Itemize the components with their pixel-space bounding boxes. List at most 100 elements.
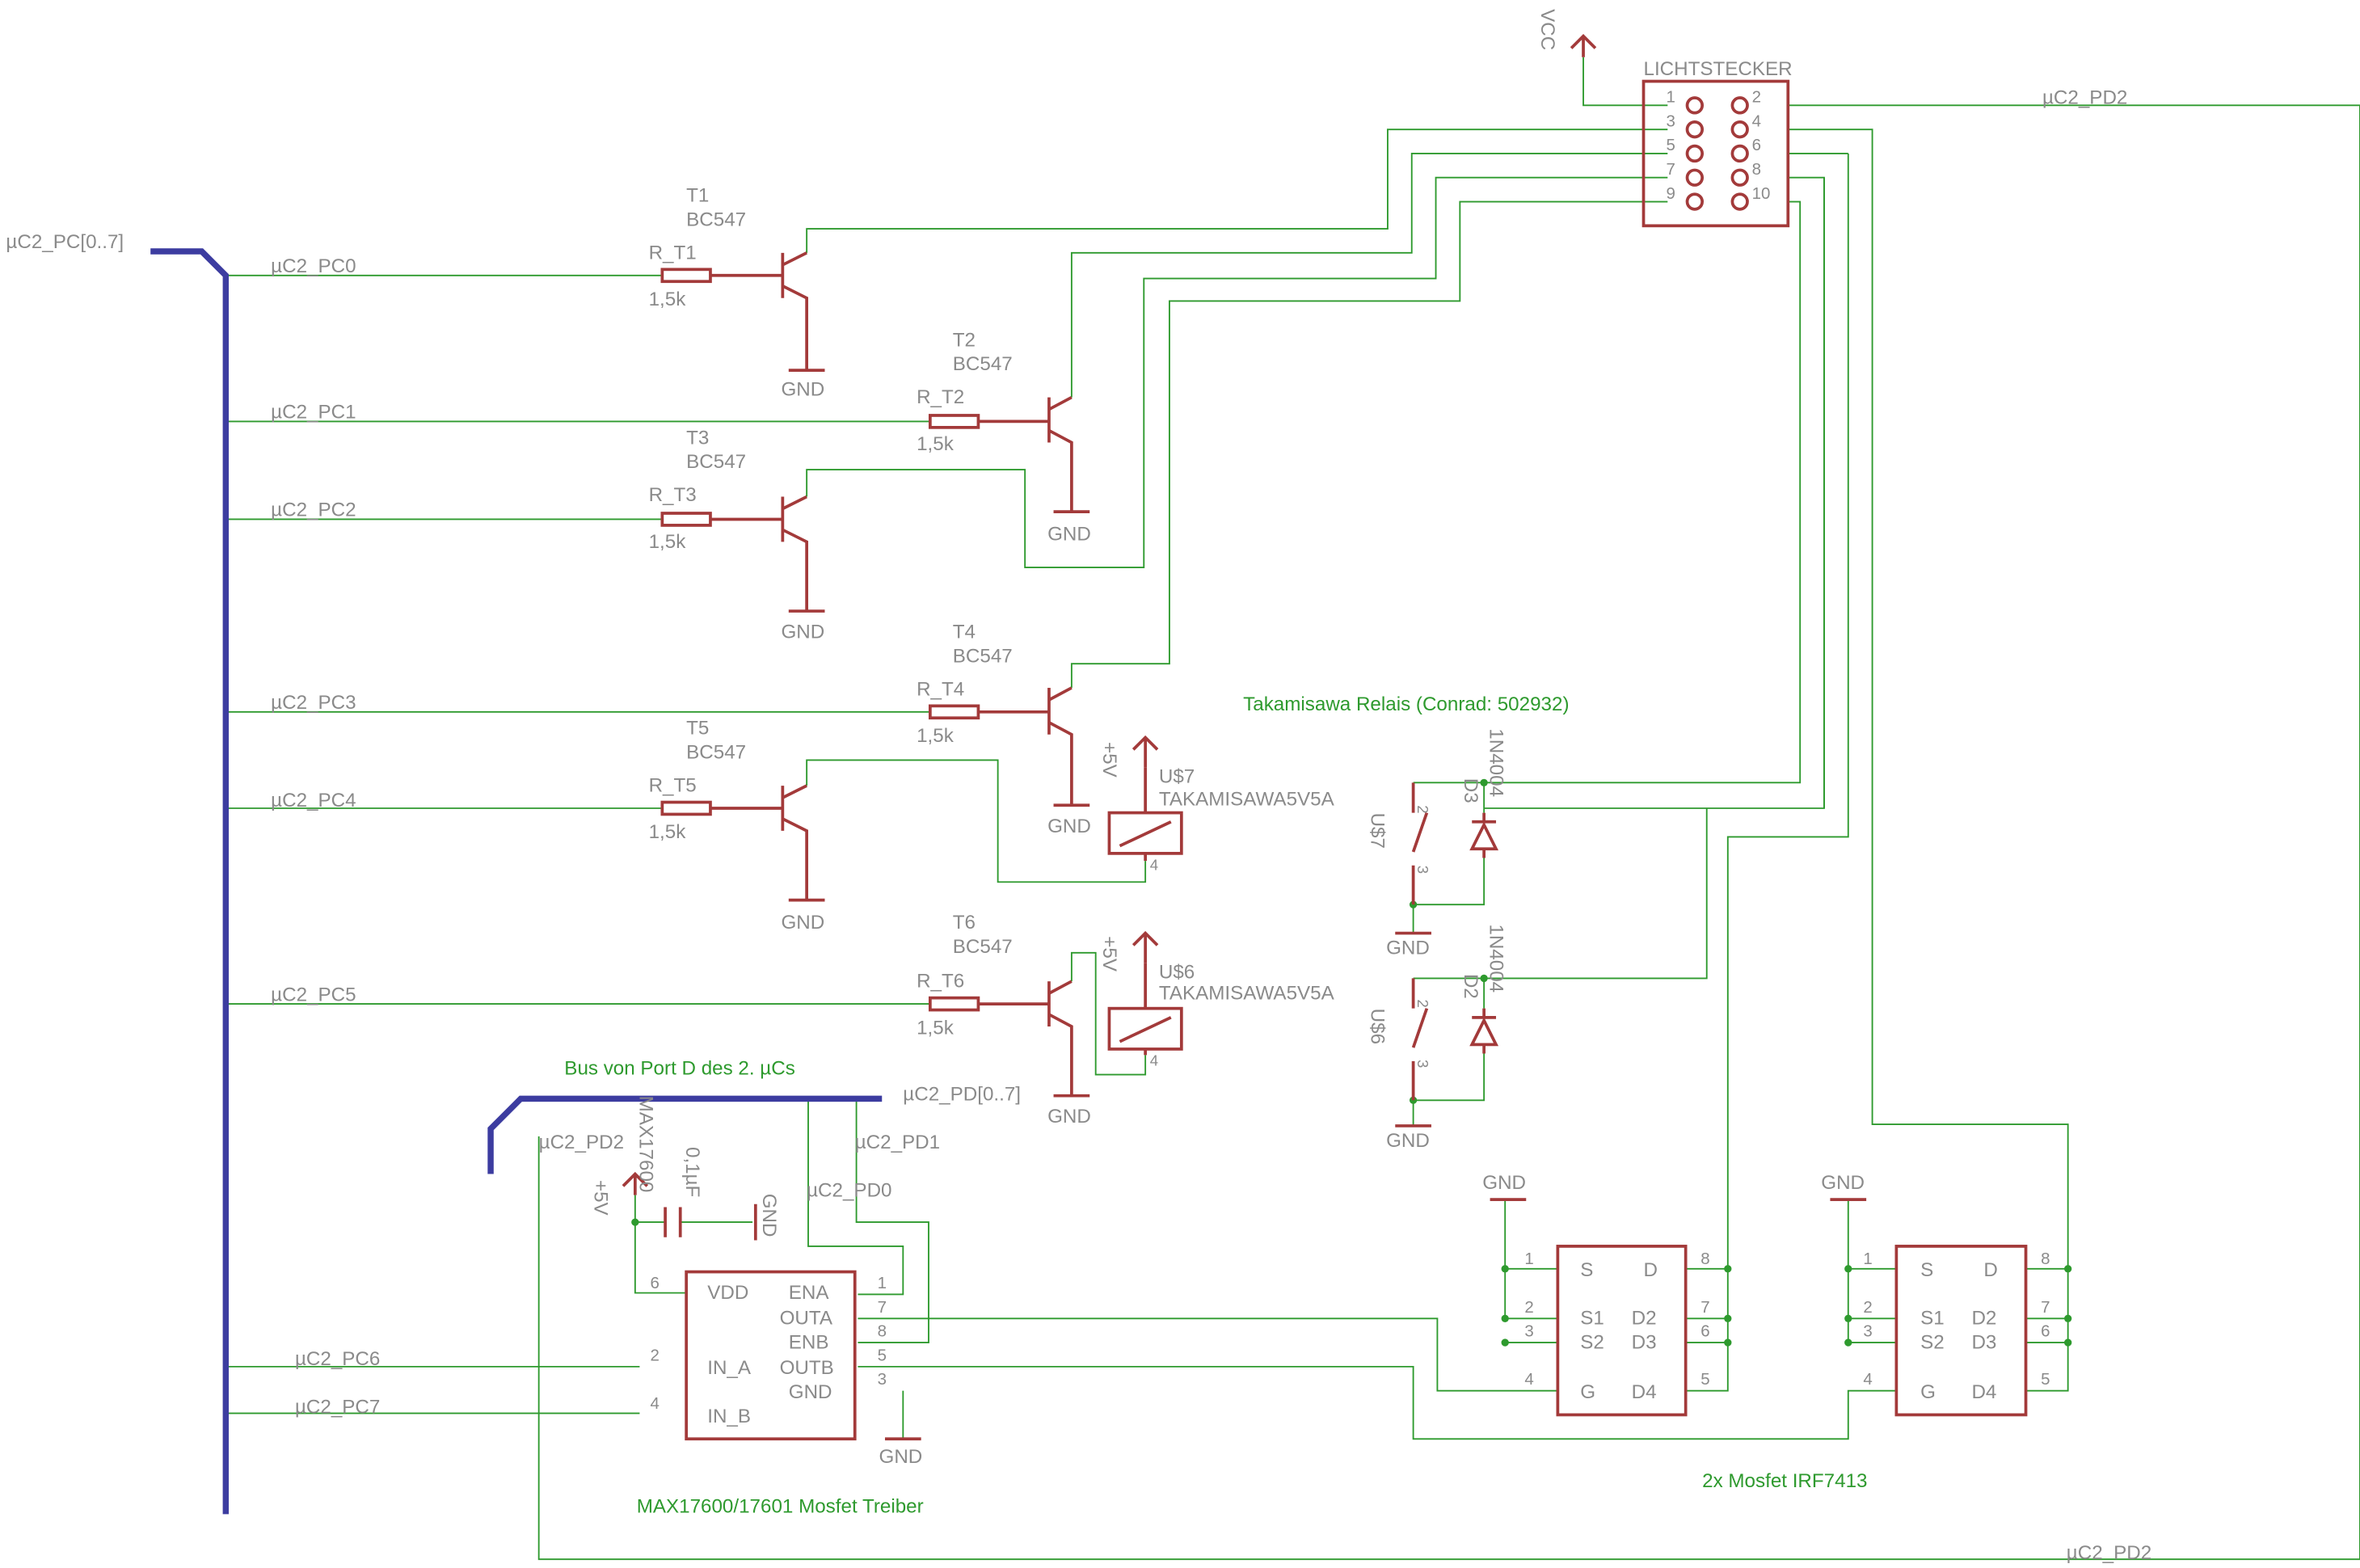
transistor-t6 [1047, 980, 1073, 1096]
resistor-r-t3-value: 1,5k [649, 531, 687, 553]
mosfet-r-pin-d: D [1983, 1259, 1997, 1281]
net-label-pd0: µC2_PD0 [807, 1179, 891, 1201]
mosfet-r-pin-num-7: 7 [2041, 1298, 2050, 1317]
mosfet-r-pin-num-1: 1 [1863, 1250, 1872, 1268]
mosfet-r-pin-num-2: 2 [1863, 1298, 1872, 1317]
connector-pin-2: 2 [1752, 88, 1761, 107]
resistor-r-t2-name: R_T2 [917, 386, 964, 408]
connector-pin-6: 6 [1752, 136, 1761, 154]
mosfet-l-pin-d: D [1644, 1259, 1658, 1281]
transistor-t5-type: BC547 [686, 742, 746, 764]
mosfet-r-pin-d2: D2 [1971, 1308, 1996, 1330]
mosfet-l-pin-num-6: 6 [1700, 1322, 1709, 1341]
transistor-symbols [622, 34, 1867, 1441]
driver-pin-ena: ENA [789, 1282, 830, 1304]
relay-u7-part: TAKAMISAWA5V5A [1159, 788, 1335, 810]
gnd-label-u6: GND [1386, 1130, 1430, 1152]
resistor-r-t1 [660, 268, 712, 284]
resistor-r-t6 [928, 996, 980, 1012]
wires [225, 57, 2360, 1561]
resistor-r-t4 [928, 704, 980, 720]
relay-contact-u6 [1411, 978, 1429, 1101]
diode-d2 [1469, 1008, 1499, 1054]
mosfet-l-pin-g: G [1580, 1381, 1595, 1403]
mosfet-r-pin-d3: D3 [1971, 1332, 1996, 1354]
driver-pin-num-7: 7 [878, 1298, 887, 1317]
relay-caption: Takamisawa Relais (Conrad: 502932) [1243, 693, 1569, 715]
resistor-r-t4-value: 1,5k [917, 725, 955, 747]
connector-pin-5: 5 [1666, 136, 1675, 154]
driver-name-rotated: MAX17600 [634, 1096, 656, 1193]
connector-pin-8: 8 [1752, 160, 1761, 179]
driver-pin-num-4: 4 [650, 1394, 659, 1413]
transistor-t4 [1047, 686, 1073, 806]
capacitor-value: 0,1µF [681, 1147, 703, 1197]
relay-u6-pin4: 4 [1150, 1052, 1158, 1069]
gnd-label-t3: GND [781, 622, 824, 643]
transistor-t3 [781, 495, 809, 612]
net-label-pd1: µC2_PD1 [855, 1132, 940, 1153]
mosfet-l-pin-d2: D2 [1632, 1308, 1657, 1330]
diode-d2-name: D2 [1460, 974, 1481, 999]
port-d-bus-label: µC2_PD[0..7] [903, 1083, 1021, 1105]
transistor-t2-name: T2 [953, 329, 976, 351]
connector-pin-9: 9 [1666, 184, 1675, 203]
relay-contact-u7 [1411, 782, 1429, 905]
mosfet-l-pin-num-8: 8 [1700, 1250, 1709, 1268]
port-d-bus-line [487, 1095, 883, 1174]
parts [660, 268, 1049, 1012]
resistor-r-t6-value: 1,5k [917, 1017, 955, 1039]
driver-pin-num-8: 8 [878, 1322, 887, 1341]
mosfet-r-pin-s: S [1920, 1259, 1933, 1281]
relay-u6-name: U$6 [1159, 961, 1195, 983]
transistor-t4-type: BC547 [953, 645, 1013, 667]
buses [150, 248, 883, 1515]
mosfet-r-pin-num-6: 6 [2041, 1322, 2050, 1341]
gnd-label-t6: GND [1047, 1106, 1091, 1128]
net-label-pc3: µC2_PC3 [271, 692, 356, 714]
relay-u7-pin2: 2 [1414, 805, 1431, 813]
relay-u7-name: U$7 [1159, 765, 1195, 787]
resistor-r-t1-value: 1,5k [649, 289, 687, 310]
driver-pin-outb: OUTB [780, 1357, 834, 1379]
mosfet-ics [1556, 1245, 2028, 1417]
mosfet-r-pin-d4: D4 [1971, 1381, 1996, 1403]
net-label-pd2-driver: µC2_PD2 [539, 1132, 624, 1153]
gnd-label-u7: GND [1386, 938, 1430, 959]
mosfet-l-pin-num-3: 3 [1524, 1322, 1533, 1341]
resistor-r-t3 [660, 512, 712, 527]
diode-d3-type: 1N4004 [1486, 728, 1507, 797]
resistor-r-t2-value: 1,5k [917, 433, 955, 455]
driver-pin-num-6: 6 [650, 1274, 659, 1292]
driver-pin-enb: ENB [789, 1332, 829, 1354]
resistor-r-t5-value: 1,5k [649, 821, 687, 843]
mosfet-r-pin-num-4: 4 [1863, 1370, 1872, 1389]
transistor-t4-name: T4 [953, 622, 976, 643]
mosfet-ic-left [1556, 1245, 1688, 1417]
relay-u7-label-rotated: U$7 [1366, 813, 1388, 849]
mosfet-l-pin-s1: S1 [1580, 1308, 1604, 1330]
resistor-r-t6-name: R_T6 [917, 971, 964, 993]
gnd-label-t4: GND [1047, 816, 1091, 837]
resistor-r-t2 [928, 414, 980, 429]
driver-ic-max17600 [685, 1270, 857, 1441]
port-d-caption: Bus von Port D des 2. µCs [564, 1058, 795, 1080]
mosfet-r-pin-s1: S1 [1920, 1308, 1945, 1330]
net-label-pc1: µC2_PC1 [271, 402, 356, 424]
mosfet-caption: 2x Mosfet IRF7413 [1702, 1470, 1867, 1492]
net-label-pd2-bottom: µC2_PD2 [2067, 1542, 2151, 1564]
net-label-pc7: µC2_PC7 [295, 1397, 380, 1418]
gnd-label-driver: GND [879, 1446, 923, 1468]
transistor-t6-type: BC547 [953, 936, 1013, 958]
mosfet-r-pin-s2: S2 [1920, 1332, 1945, 1354]
gnd-label-t1: GND [781, 379, 824, 401]
mosfet-ic-right [1894, 1245, 2028, 1417]
connector-pin-1: 1 [1666, 88, 1675, 107]
relay-u6-label-rotated: U$6 [1366, 1009, 1388, 1044]
driver-caption: MAX17600/17601 Mosfet Treiber [637, 1496, 924, 1518]
net-label-pc0: µC2_PC0 [271, 255, 356, 277]
relay-u7-pin3: 3 [1414, 866, 1431, 874]
relay-u6-pin3: 3 [1414, 1060, 1431, 1068]
relay-u7-pin4: 4 [1150, 856, 1158, 873]
